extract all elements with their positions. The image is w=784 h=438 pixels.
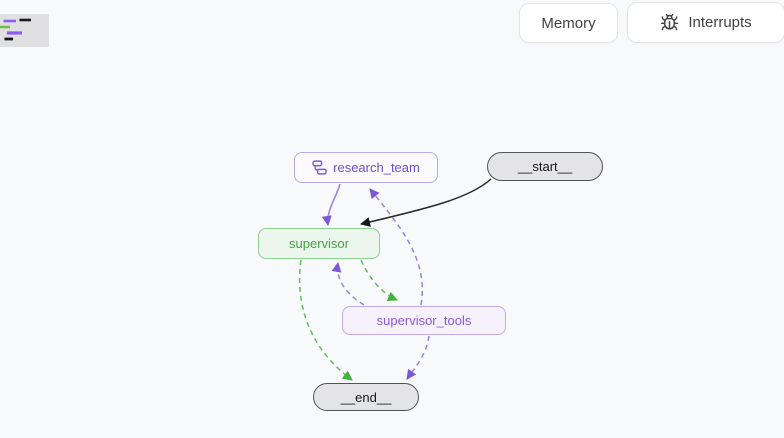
node-end[interactable]: __end__ bbox=[313, 383, 419, 411]
subgraph-icon bbox=[312, 160, 327, 175]
node-research-team[interactable]: research_team bbox=[294, 152, 438, 183]
edge-supervisor-tools-to-research-team bbox=[369, 188, 423, 306]
node-label: __start__ bbox=[517, 159, 573, 174]
edge-research-team-to-supervisor bbox=[321, 183, 341, 226]
node-label: research_team bbox=[333, 160, 420, 175]
interrupts-button-label: Interrupts bbox=[688, 14, 752, 31]
interrupts-button[interactable]: Interrupts bbox=[627, 2, 784, 43]
edge-start-to-supervisor bbox=[360, 178, 492, 227]
node-label: __end__ bbox=[340, 389, 392, 405]
node-label: supervisor bbox=[289, 236, 349, 251]
memory-button-label: Memory bbox=[541, 14, 596, 32]
edge-supervisor-to-end bbox=[298, 259, 353, 381]
edge-supervisor-to-supervisor-tools bbox=[360, 259, 398, 302]
node-start[interactable]: __start__ bbox=[487, 152, 603, 181]
edge-supervisor-tools-to-end bbox=[406, 335, 430, 380]
edge-supervisor-tools-to-supervisor bbox=[331, 262, 365, 306]
bug-icon bbox=[660, 13, 679, 32]
node-supervisor[interactable]: supervisor bbox=[258, 228, 380, 259]
app-logo bbox=[0, 14, 49, 47]
memory-button[interactable]: Memory bbox=[519, 3, 618, 43]
langgraph-logo-icon bbox=[0, 18, 31, 41]
node-supervisor-tools[interactable]: supervisor_tools bbox=[342, 306, 506, 335]
node-label: supervisor_tools bbox=[376, 313, 472, 328]
